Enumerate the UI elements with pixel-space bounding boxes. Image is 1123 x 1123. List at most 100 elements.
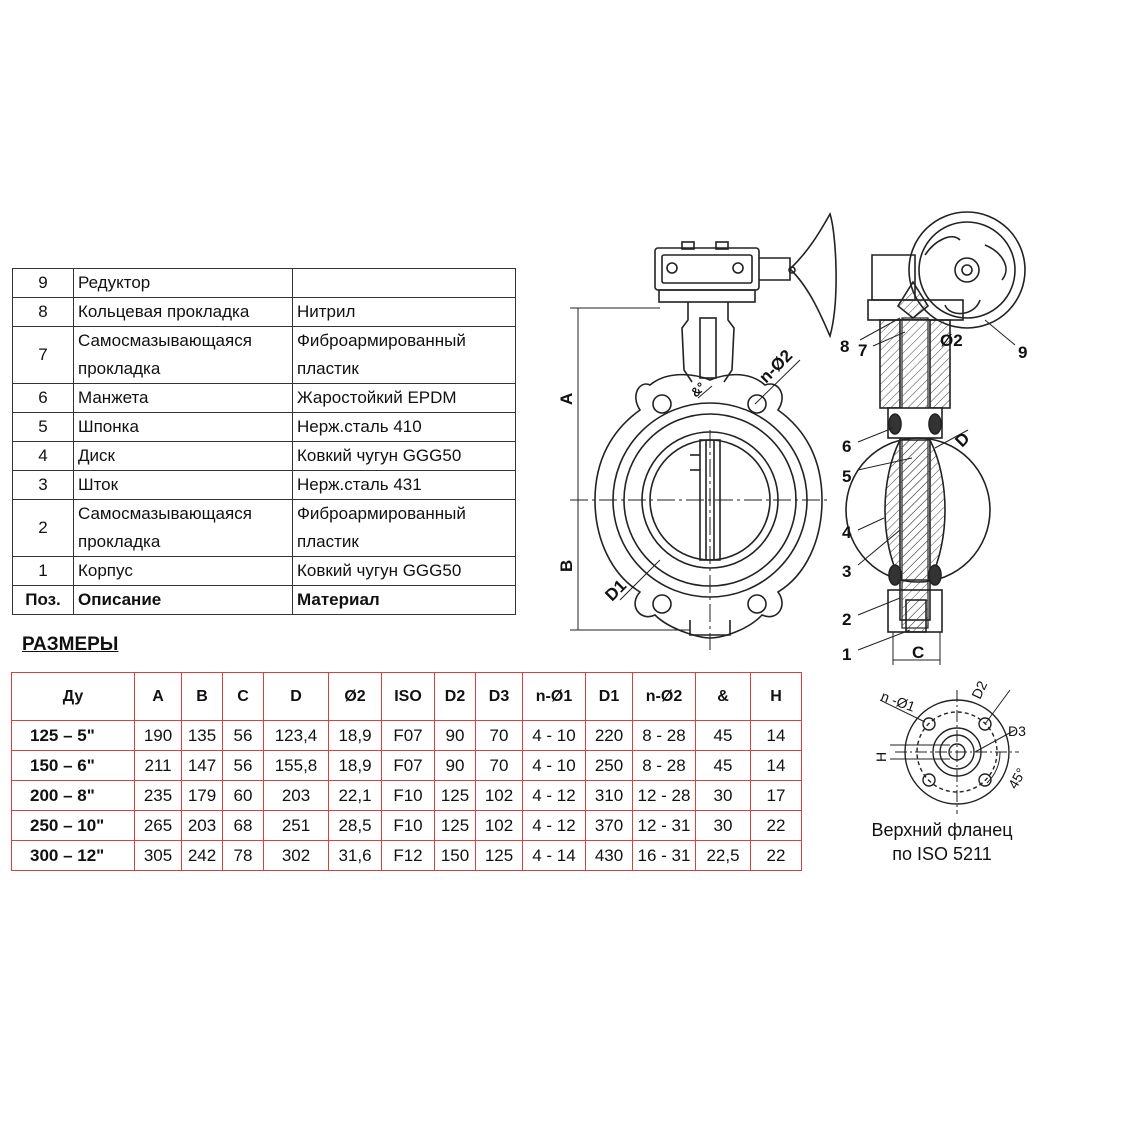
dimensions-header-cell: B (181, 672, 223, 721)
dimensions-cell: 370 (585, 810, 633, 841)
dimensions-cell: F12 (381, 840, 435, 871)
callout-1: 1 (842, 645, 851, 664)
dimensions-cell: 265 (134, 810, 182, 841)
dimensions-header-cell: D2 (434, 672, 476, 721)
dimensions-cell: 203 (263, 780, 329, 811)
parts-cell-desc: Манжета (73, 383, 293, 413)
callout-4: 4 (842, 523, 852, 542)
dimensions-cell: 28,5 (328, 810, 382, 841)
dimensions-header-cell: C (222, 672, 264, 721)
dimensions-title: РАЗМЕРЫ (22, 634, 119, 655)
dimensions-cell: 4 - 10 (522, 720, 586, 751)
dimensions-cell: 102 (475, 810, 523, 841)
flange-caption: Верхний фланец по ISO 5211 (862, 818, 1022, 866)
dimensions-header-cell: H (750, 672, 802, 721)
dimensions-cell: 135 (181, 720, 223, 751)
dimensions-cell: 56 (222, 750, 264, 781)
label-d3: D3 (1008, 723, 1026, 739)
dimensions-cell: 30 (695, 810, 751, 841)
dimensions-cell: 60 (222, 780, 264, 811)
parts-cell-mat: Фиброармированный пластик (292, 499, 516, 557)
dimensions-cell: 14 (750, 720, 802, 751)
dimensions-header-cell: D3 (475, 672, 523, 721)
dimensions-cell: 155,8 (263, 750, 329, 781)
parts-cell-num: 1 (12, 556, 74, 586)
parts-cell-mat: Нитрил (292, 297, 516, 327)
dimensions-cell: F10 (381, 780, 435, 811)
dimensions-cell: 56 (222, 720, 264, 751)
label-o2: Ø2 (940, 331, 963, 350)
dimensions-cell: 302 (263, 840, 329, 871)
parts-cell-mat: Ковкий чугун GGG50 (292, 441, 516, 471)
parts-cell-desc: Описание (73, 585, 293, 615)
dimensions-cell: 16 - 31 (632, 840, 696, 871)
parts-cell-desc: Самосмазывающаяся прокладка (73, 326, 293, 384)
parts-cell-num: 7 (12, 326, 74, 384)
label-n-o1: n -Ø1 (879, 688, 918, 715)
dimensions-cell: 22 (750, 810, 802, 841)
dimensions-cell: 251 (263, 810, 329, 841)
label-d2: D2 (968, 678, 990, 701)
dimensions-cell: 4 - 10 (522, 750, 586, 781)
parts-cell-desc: Корпус (73, 556, 293, 586)
dimensions-header-cell: & (695, 672, 751, 721)
parts-cell-mat: Фиброармированный пластик (292, 326, 516, 384)
dimensions-cell: 123,4 (263, 720, 329, 751)
dimensions-cell: 250 – 10" (11, 810, 135, 841)
dimensions-cell: 68 (222, 810, 264, 841)
dimensions-cell: 45 (695, 750, 751, 781)
dimensions-header-cell: n-Ø1 (522, 672, 586, 721)
label-a: A (557, 393, 576, 405)
dimensions-header-cell: D1 (585, 672, 633, 721)
dimensions-cell: F07 (381, 720, 435, 751)
dimensions-cell: 102 (475, 780, 523, 811)
parts-cell-desc: Самосмазывающаяся прокладка (73, 499, 293, 557)
label-b: B (557, 560, 576, 572)
dimensions-cell: 4 - 12 (522, 810, 586, 841)
parts-cell-mat: Материал (292, 585, 516, 615)
dimensions-cell: 300 – 12" (11, 840, 135, 871)
dimensions-header-cell: A (134, 672, 182, 721)
flange-view (879, 689, 1019, 814)
dimensions-cell: 150 – 6" (11, 750, 135, 781)
callout-5: 5 (842, 467, 851, 486)
parts-cell-desc: Диск (73, 441, 293, 471)
label-d: D (951, 429, 973, 451)
dimensions-cell: 78 (222, 840, 264, 871)
dimensions-cell: 12 - 28 (632, 780, 696, 811)
parts-cell-num: 3 (12, 470, 74, 500)
dimensions-cell: F07 (381, 750, 435, 781)
callout-8: 8 (840, 337, 849, 356)
label-c: C (912, 643, 924, 662)
dimensions-cell: 4 - 14 (522, 840, 586, 871)
dimensions-header-cell: n-Ø2 (632, 672, 696, 721)
dimensions-cell: 31,6 (328, 840, 382, 871)
parts-cell-desc: Редуктор (73, 268, 293, 298)
parts-cell-mat: Нерж.сталь 431 (292, 470, 516, 500)
dimensions-cell: 211 (134, 750, 182, 781)
dimensions-cell: 22,5 (695, 840, 751, 871)
dimensions-cell: 4 - 12 (522, 780, 586, 811)
callout-7: 7 (858, 341, 867, 360)
dimensions-cell: 90 (434, 750, 476, 781)
dimensions-cell: 22 (750, 840, 802, 871)
dimensions-cell: 22,1 (328, 780, 382, 811)
dimensions-cell: 125 – 5" (11, 720, 135, 751)
parts-cell-num: Поз. (12, 585, 74, 615)
dimensions-cell: 30 (695, 780, 751, 811)
dimensions-cell: 242 (181, 840, 223, 871)
dimensions-cell: 125 (475, 840, 523, 871)
parts-cell-num: 5 (12, 412, 74, 442)
dimensions-cell: 310 (585, 780, 633, 811)
parts-cell-num: 9 (12, 268, 74, 298)
